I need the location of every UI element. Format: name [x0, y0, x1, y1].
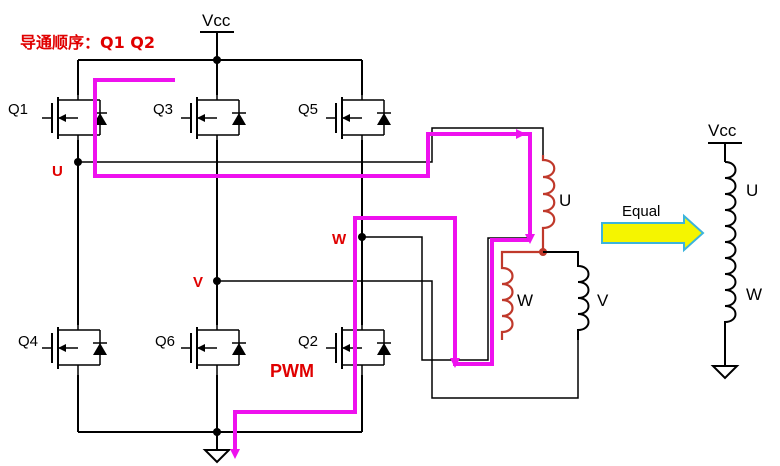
right-vcc-label: Vcc	[708, 121, 737, 140]
transistor-q2	[326, 325, 391, 375]
wire-u	[78, 127, 544, 163]
q5-label: Q5	[298, 101, 318, 118]
q6-label: Q6	[155, 333, 175, 350]
motor-winding-w	[500, 250, 543, 340]
motor-winding-v	[543, 251, 590, 340]
vcc-label: Vcc	[202, 11, 231, 30]
transistor-q1	[42, 95, 107, 140]
node-w-label: W	[332, 231, 347, 248]
node-v-label: V	[193, 274, 203, 291]
transistor-q6	[181, 325, 246, 375]
equal-arrow	[601, 213, 705, 253]
right-vcc-terminal: Vcc	[708, 121, 742, 162]
current-path-2	[522, 132, 535, 244]
pwm-label: PWM	[270, 361, 314, 381]
coil-v-label: V	[597, 291, 609, 310]
current-path	[93, 78, 526, 178]
equal-label: Equal	[622, 203, 660, 220]
current-path-3	[230, 216, 530, 459]
q4-label: Q4	[18, 333, 38, 350]
coil-w-label: W	[517, 291, 533, 310]
node-u-label: U	[52, 163, 63, 180]
wire-v	[217, 280, 579, 399]
coil-u-label: U	[559, 191, 571, 210]
right-ground-symbol	[710, 365, 740, 380]
q1-label: Q1	[8, 101, 28, 118]
vcc-terminal: Vcc	[200, 11, 234, 60]
transistor-q3	[181, 95, 246, 140]
transistor-q4	[42, 325, 107, 375]
equivalent-coil	[724, 161, 737, 366]
sequence-title: 导通顺序：Q1 Q2	[20, 33, 155, 52]
q2-label: Q2	[298, 333, 318, 350]
transistor-q5	[326, 95, 391, 140]
right-coil-w-label: W	[746, 285, 762, 304]
ground-symbol	[202, 432, 232, 464]
q3-label: Q3	[153, 101, 173, 118]
motor-winding-u	[541, 155, 556, 252]
right-coil-u-label: U	[746, 181, 758, 200]
